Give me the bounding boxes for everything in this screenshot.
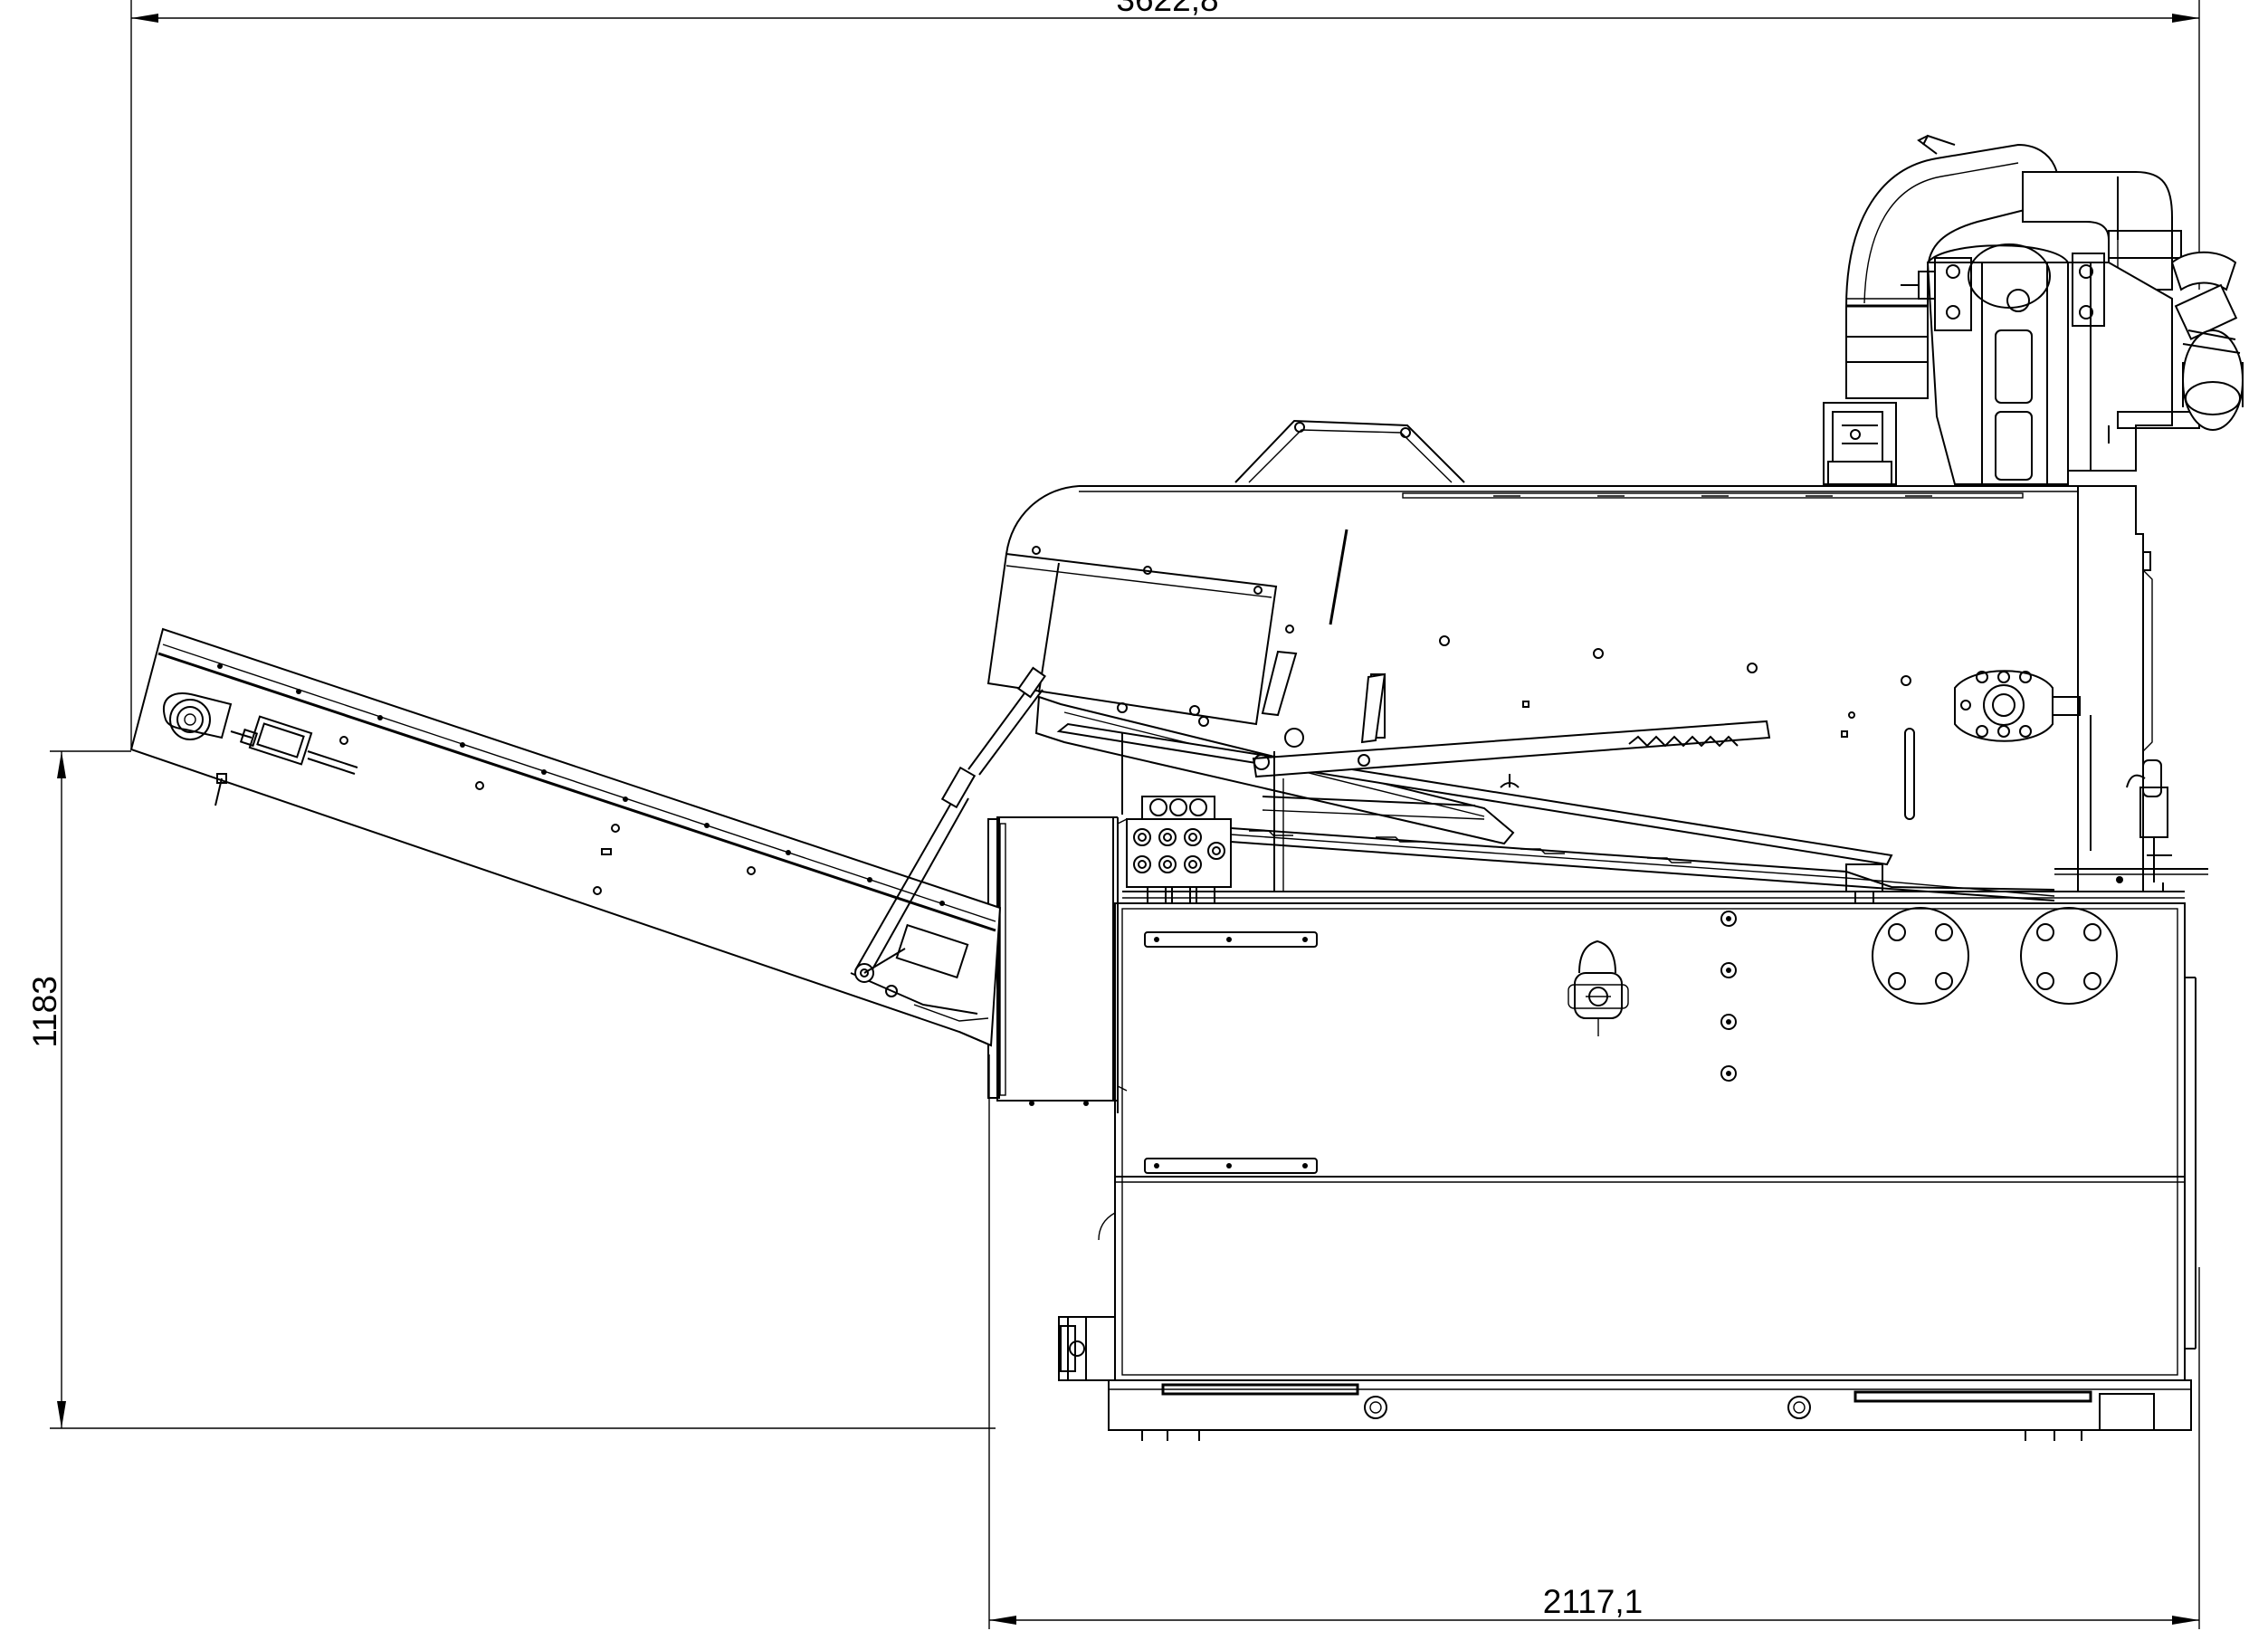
carry-handle [1234, 419, 1465, 483]
base-bolt-right [1787, 1396, 1811, 1419]
discharge-conveyor [129, 627, 1002, 1047]
flange-right [2020, 907, 2118, 1005]
dimension-overall-length: 3622,8 [130, 0, 2200, 749]
electrical-connector [1568, 939, 1629, 1036]
dimension-height-label: 1183 [26, 976, 63, 1048]
drive-box [987, 816, 1128, 1113]
hinged-cover [986, 485, 1298, 726]
hydraulic-strut [854, 666, 1046, 983]
flange-left [1872, 907, 1969, 1005]
dimension-overall-length-label: 3622,8 [1116, 0, 1218, 18]
dimension-base-length-label: 2117,1 [1543, 1583, 1643, 1620]
dimension-base-length: 2117,1 [988, 1054, 2200, 1629]
lower-chassis [1058, 902, 2197, 1441]
bearing-flange [1954, 670, 2081, 742]
base-bolt-left [1364, 1396, 1387, 1419]
cyclone-assembly [1823, 134, 2244, 485]
tail-roller [163, 692, 233, 806]
drain-fitting [1058, 1316, 1116, 1381]
upper-housing [986, 419, 2208, 892]
dimension-height: 1183 [26, 750, 996, 1429]
outlet-pipe [2170, 251, 2244, 431]
screen-deck [1034, 672, 2185, 903]
hydraulic-valve-block [1126, 796, 1232, 904]
belt-tensioner [230, 715, 358, 775]
